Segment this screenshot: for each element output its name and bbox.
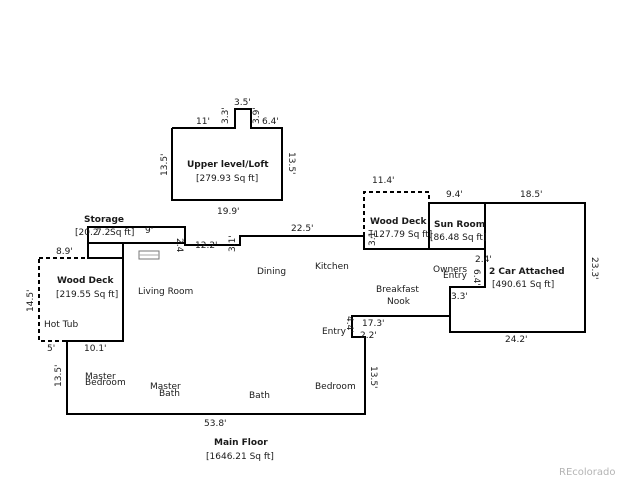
dim-right: 13.5' xyxy=(286,152,296,175)
dim-garage-inner-a: 2.4' xyxy=(475,255,492,265)
wood-deck-right-title: Wood Deck xyxy=(370,217,427,227)
owners-entry-label: Entry xyxy=(443,271,468,281)
upper-level-walls xyxy=(171,108,283,201)
wood-deck-right: 11.4' Wood Deck [127.79 Sq ft] 3.1' xyxy=(363,176,432,249)
dim-deck-left: 14.5' xyxy=(26,289,36,312)
dim-top-left: 11' xyxy=(196,117,210,127)
owners-label: Owners xyxy=(433,265,467,275)
master-bath-label-a: Master xyxy=(150,382,181,392)
dim-main-right: 13.5' xyxy=(368,366,378,389)
storage-area-b: 7.2 xyxy=(96,228,110,238)
garage-title: 2 Car Attached xyxy=(489,267,565,277)
dim-main-top: 22.5' xyxy=(291,224,314,234)
dim-bump-left: 3.3' xyxy=(221,107,231,124)
dim-entry-b: 2.2' xyxy=(360,331,377,341)
hot-tub-label: Hot Tub xyxy=(44,320,78,330)
dim-main-left: 13.5' xyxy=(54,364,64,387)
garage: 18.5' 23.3' 24.2' 2.4' 6.4' 3.3' 2 Car A… xyxy=(449,190,599,345)
wood-deck-left-area: [219.55 Sq ft] xyxy=(56,290,118,300)
main-floor xyxy=(66,226,486,415)
dim-garage-right: 23.3' xyxy=(589,257,599,280)
dim-garage-bottom: 24.2' xyxy=(505,335,528,345)
dim-bump-right: 3.9' xyxy=(252,107,262,124)
dim-deck-bottom-left: 5' xyxy=(47,344,55,354)
garage-area: [490.61 Sq ft] xyxy=(492,280,554,290)
upper-level-title: Upper level/Loft xyxy=(187,160,269,170)
dim-deck-right-top: 11.4' xyxy=(372,176,395,186)
main-floor-area: [1646.21 Sq ft] xyxy=(206,452,274,462)
dim-step: 12.2' xyxy=(195,241,218,251)
wood-deck-right-area: [127.79 Sq ft] xyxy=(370,230,432,240)
dim-deck-top: 8.9' xyxy=(56,247,73,257)
dim-storage-top: 9' xyxy=(145,226,153,236)
nook-label: Nook xyxy=(387,297,411,307)
dim-sun-room-top: 9.4' xyxy=(446,190,463,200)
sun-room-area: [86.48 Sq ft] xyxy=(430,233,486,243)
dim-deck-right-left: 3.1' xyxy=(368,229,378,246)
upper-level-loft: 3.5' 11' 3.3' 3.9' 6.4' 13.5' 13.5' 19.9… xyxy=(160,98,296,217)
dim-entry-a: 4.4' xyxy=(344,316,354,333)
master-bedroom-label-a: Master xyxy=(85,372,116,382)
storage-title: Storage xyxy=(84,215,124,225)
dim-garage-inner-c: 3.3' xyxy=(451,292,468,302)
dim-step-v: 3.1' xyxy=(228,235,238,252)
sun-room: 9.4' Sun Room [86.48 Sq ft] xyxy=(428,190,486,249)
main-floor-walls xyxy=(66,226,486,415)
bedroom-label: Bedroom xyxy=(315,382,356,392)
living-room-label: Living Room xyxy=(138,287,193,297)
dim-main-bottom: 53.8' xyxy=(204,419,227,429)
dim-storage-side: 2.4 xyxy=(174,238,184,253)
wood-deck-left-outline xyxy=(38,257,124,342)
dim-top-right: 6.4' xyxy=(262,117,279,127)
entry-label: Entry xyxy=(322,327,347,337)
upper-level-area: [279.93 Sq ft] xyxy=(196,174,258,184)
dining-label: Dining xyxy=(257,267,286,277)
watermark: REcolorado xyxy=(559,467,615,478)
sun-room-title: Sun Room xyxy=(434,220,485,230)
dim-entry-top: 17.3' xyxy=(362,319,385,329)
breakfast-label: Breakfast xyxy=(376,285,419,295)
dim-garage-top: 18.5' xyxy=(520,190,543,200)
garage-walls xyxy=(449,202,586,333)
bath-label: Bath xyxy=(249,391,270,401)
wood-deck-left: Wood Deck [219.55 Sq ft] Hot Tub 8.9' 14… xyxy=(26,247,124,354)
master-bedroom-label-b: Bedroom xyxy=(85,378,126,388)
dim-garage-inner-b: 6.4' xyxy=(471,269,481,286)
dim-top-bump: 3.5' xyxy=(234,98,251,108)
dim-bottom: 19.9' xyxy=(217,207,240,217)
master-bath-label-b: Bath xyxy=(159,389,180,399)
main-floor-labels: 22.5' Living Room Dining Kitchen Breakfa… xyxy=(54,224,468,462)
wood-deck-right-outline xyxy=(363,191,430,249)
wood-deck-left-title: Wood Deck xyxy=(57,276,114,286)
main-floor-title: Main Floor xyxy=(214,438,268,448)
sun-room-walls xyxy=(428,202,486,249)
dim-deck-bottom: 10.1' xyxy=(84,344,107,354)
storage-area-c: Sq ft] xyxy=(110,228,134,238)
dim-left: 13.5' xyxy=(160,153,170,176)
kitchen-label: Kitchen xyxy=(315,262,349,272)
storage: Storage [20.2 7.2 Sq ft] 9' 2.4 12.2' 3.… xyxy=(75,215,238,253)
storage-area-a: [20.2 xyxy=(75,228,99,238)
